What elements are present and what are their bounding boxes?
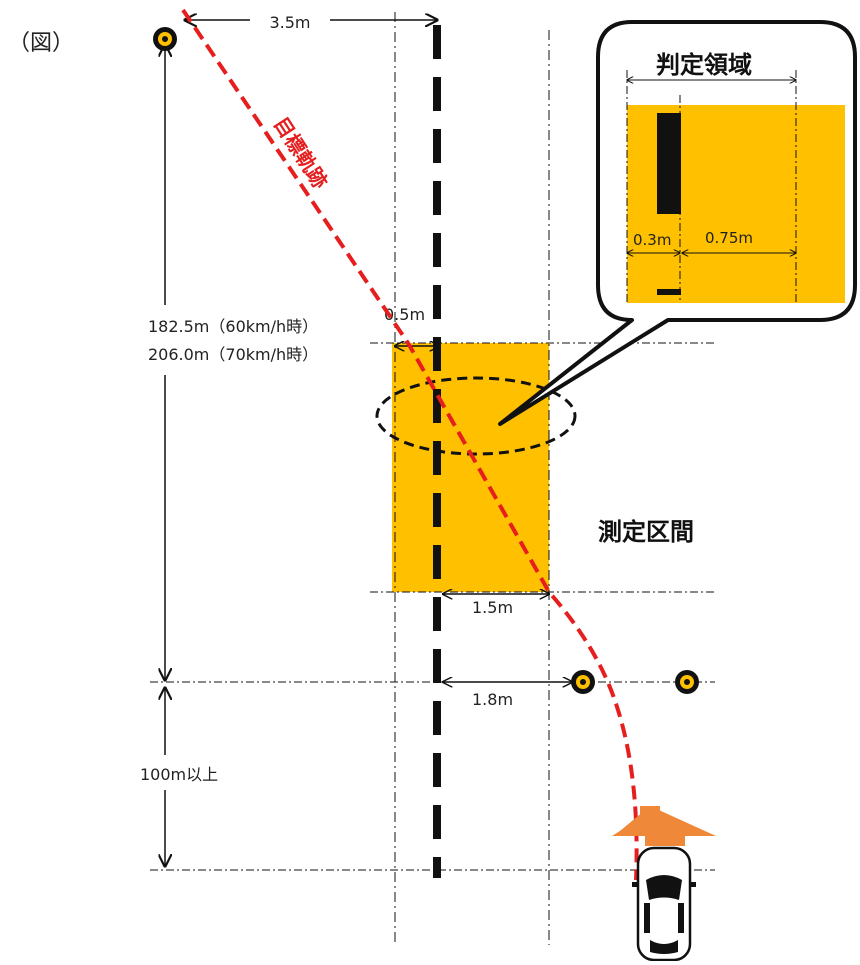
pylon-start-right-icon (675, 670, 699, 694)
callout-lane-line (657, 113, 681, 214)
callout-title: 判定領域 (656, 51, 752, 79)
pylon-top-icon (153, 27, 177, 51)
callout-lane-line-next (657, 289, 681, 295)
distance-label-70: 206.0m（70km/h時） (148, 345, 318, 364)
measure-zone (392, 343, 549, 592)
measure-zone-label: 測定区間 (598, 518, 694, 546)
figure-label: （図） (8, 31, 74, 56)
direction-arrow-head (614, 806, 716, 836)
callout-line-width-label: 0.3m (633, 231, 671, 249)
callout-margin-label: 0.75m (705, 229, 753, 247)
judgment-ellipse (375, 376, 577, 456)
distance-label-60: 182.5m（60km/h時） (148, 317, 318, 336)
offset-05-label: 0.5m (384, 305, 425, 324)
target-track (181, 8, 639, 881)
offset-18-label: 1.8m (472, 690, 513, 709)
pylon-start-left-icon (571, 670, 595, 694)
car-icon (632, 846, 696, 962)
approach-label: 100m以上 (140, 765, 218, 784)
offset-15-label: 1.5m (472, 598, 513, 617)
lane-width-label: 3.5m (269, 13, 310, 32)
